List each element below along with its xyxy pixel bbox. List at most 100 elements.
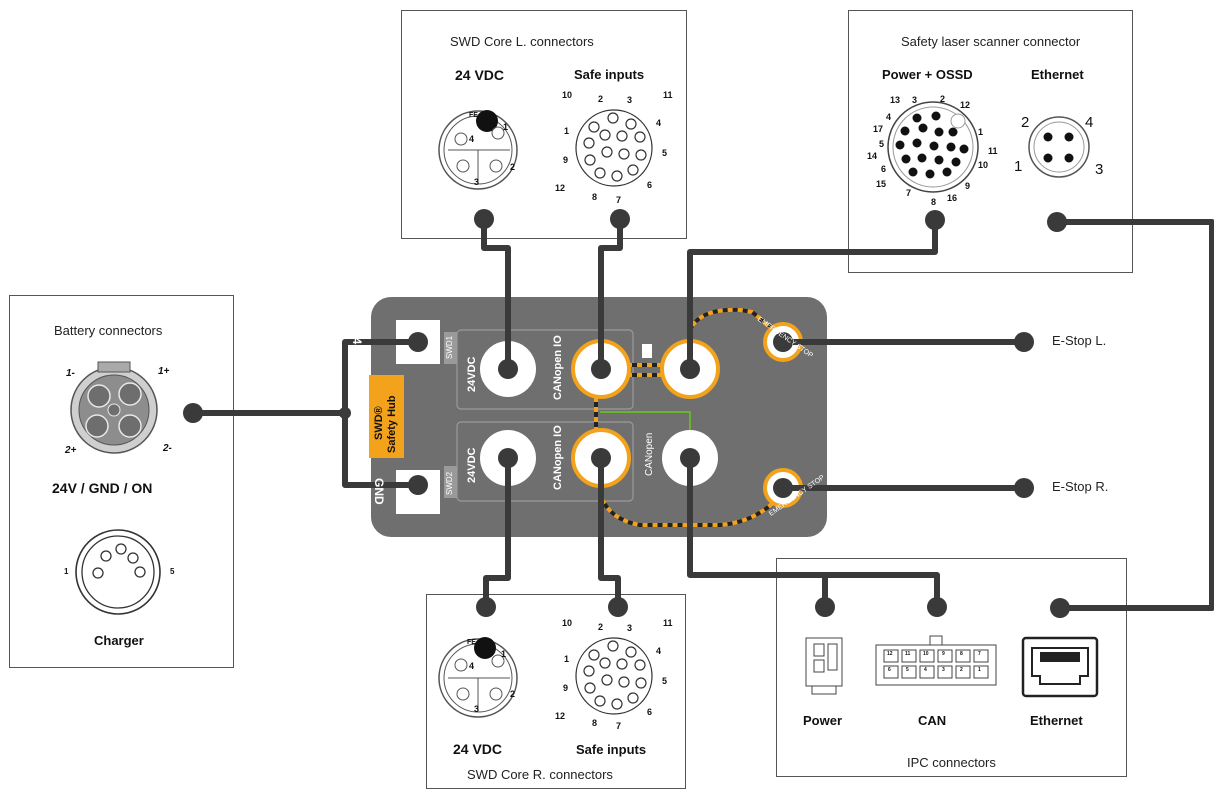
core-right-si-11: 11 bbox=[663, 618, 673, 628]
safety-hub-tag bbox=[369, 375, 404, 458]
core-right-title: SWD Core R. connectors bbox=[467, 767, 613, 782]
scanner-pin-6: 6 bbox=[881, 164, 887, 174]
core-left-pin-2: 2 bbox=[510, 162, 516, 172]
core-left-si-11: 11 bbox=[663, 90, 673, 100]
scanner-pin-4: 4 bbox=[886, 112, 892, 122]
core-right-safe-inputs-connector bbox=[575, 637, 653, 715]
hub-24vdc-label: 24 VDC bbox=[350, 331, 364, 374]
core-right-si-1: 1 bbox=[564, 654, 570, 664]
scanner-pin-17: 17 bbox=[873, 124, 884, 134]
charger-label: Charger bbox=[94, 633, 144, 648]
battery-pin-1-minus: 1- bbox=[66, 368, 75, 379]
hub-swd2-tag: SWD2 bbox=[445, 471, 454, 495]
battery-pin-2-plus: 2+ bbox=[65, 445, 77, 456]
battery-pin-2-minus: 2- bbox=[163, 443, 172, 454]
core-left-si-9: 9 bbox=[563, 155, 569, 165]
scanner-pin-13: 13 bbox=[890, 95, 901, 105]
core-right-si-5: 5 bbox=[662, 676, 668, 686]
can-pin-11: 11 bbox=[905, 651, 911, 657]
scanner-symbol-icon bbox=[642, 344, 652, 358]
hub-24vdc-top: 24VDC bbox=[466, 356, 478, 392]
core-right-si-8: 8 bbox=[592, 718, 598, 728]
core-right-si-3: 3 bbox=[627, 623, 633, 633]
scanner-pin-11: 11 bbox=[988, 146, 998, 156]
core-right-pin-1: 1 bbox=[501, 649, 507, 659]
ipc-ethernet-label: Ethernet bbox=[1030, 713, 1083, 728]
battery-connector bbox=[70, 361, 158, 454]
hub-canopen-label: CANopen bbox=[644, 432, 655, 476]
hub-24vdc-bottom: 24VDC bbox=[466, 447, 478, 483]
scanner-ethernet-connector bbox=[1028, 116, 1090, 178]
ipc-power-label: Power bbox=[803, 713, 843, 728]
core-left-si-12: 12 bbox=[555, 183, 566, 193]
scanner-pin-14: 14 bbox=[867, 151, 878, 161]
core-left-pin-4: 4 bbox=[469, 134, 475, 144]
scanner-pin-5: 5 bbox=[879, 139, 885, 149]
core-right-power-label: 24 VDC bbox=[453, 741, 503, 757]
swd1-tag bbox=[444, 332, 457, 364]
core-right-si-12: 12 bbox=[555, 711, 566, 721]
scanner-pin-7: 7 bbox=[906, 188, 912, 198]
core-right-m12-connector bbox=[438, 637, 518, 718]
core-right-si-6: 6 bbox=[647, 707, 653, 717]
can-pin-1: 1 bbox=[978, 667, 981, 673]
scanner-pin-2: 2 bbox=[940, 94, 946, 104]
charger-pin-1: 1 bbox=[64, 567, 69, 576]
ipc-can-label: CAN bbox=[918, 713, 947, 728]
eth-pin-3: 3 bbox=[1095, 161, 1104, 178]
core-left-si-2: 2 bbox=[598, 94, 604, 104]
core-left-si-8: 8 bbox=[592, 192, 598, 202]
hub-canio-top: CANopen IO bbox=[552, 335, 564, 400]
ipc-title: IPC connectors bbox=[907, 755, 996, 770]
scanner-pin-10: 10 bbox=[978, 160, 989, 170]
scanner-ethernet-label: Ethernet bbox=[1031, 67, 1084, 82]
scanner-pin-8: 8 bbox=[931, 197, 937, 207]
eth-pin-4: 4 bbox=[1085, 114, 1094, 131]
charger-connector bbox=[75, 529, 161, 615]
can-pin-6: 6 bbox=[888, 667, 891, 673]
core-left-power-label: 24 VDC bbox=[455, 67, 505, 83]
core-left-inputs-label: Safe inputs bbox=[574, 67, 645, 82]
can-pin-4: 4 bbox=[924, 667, 927, 673]
hub-brand-label: SWD® bbox=[373, 406, 385, 440]
core-right-inputs-label: Safe inputs bbox=[576, 742, 647, 757]
battery-box bbox=[9, 295, 234, 668]
can-pin-5: 5 bbox=[906, 667, 909, 673]
cable-endpoints bbox=[183, 209, 1070, 618]
hub-gnd-label: GND bbox=[372, 478, 386, 505]
core-right-si-4: 4 bbox=[656, 646, 662, 656]
core-right-si-10: 10 bbox=[562, 618, 573, 628]
core-left-m12-connector bbox=[438, 110, 518, 190]
core-left-fe-pin: FE bbox=[469, 112, 478, 119]
hub-swd1-tag: SWD1 bbox=[445, 335, 454, 359]
can-pin-9: 9 bbox=[942, 651, 945, 657]
can-pin-10: 10 bbox=[923, 651, 929, 657]
ipc-can-pin-row: 12 11 10 9 8 7 6 5 4 3 2 1 bbox=[884, 650, 992, 680]
scanner-power-label: Power + OSSD bbox=[882, 67, 973, 82]
ipc-can-connector bbox=[875, 635, 997, 686]
scanner-pin-9: 9 bbox=[965, 181, 971, 191]
can-pin-12: 12 bbox=[887, 651, 893, 657]
battery-spec-label: 24V / GND / ON bbox=[52, 480, 153, 496]
battery-pin-1-plus: 1+ bbox=[158, 366, 170, 377]
eth-pin-2: 2 bbox=[1021, 114, 1030, 131]
scanner-pin-15: 15 bbox=[876, 179, 887, 189]
can-pin-7: 7 bbox=[978, 651, 981, 657]
scanner-pin-1: 1 bbox=[978, 127, 984, 137]
hub-panel-swd2 bbox=[456, 421, 634, 502]
ipc-power-connector bbox=[805, 637, 843, 695]
hub-brand-sub-label: Safety Hub bbox=[386, 395, 398, 453]
ipc-ethernet-connector bbox=[1021, 636, 1099, 698]
core-right-pin-4: 4 bbox=[469, 661, 475, 671]
core-left-si-4: 4 bbox=[656, 118, 662, 128]
hub-panel-swd1 bbox=[456, 329, 634, 410]
core-right-si-7: 7 bbox=[616, 721, 622, 731]
core-left-si-1: 1 bbox=[564, 126, 570, 136]
core-right-si-9: 9 bbox=[563, 683, 569, 693]
core-right-pin-2: 2 bbox=[510, 689, 516, 699]
core-right-si-2: 2 bbox=[598, 622, 604, 632]
swd2-tag bbox=[444, 466, 457, 498]
can-pin-2: 2 bbox=[960, 667, 963, 673]
core-left-title: SWD Core L. connectors bbox=[450, 34, 594, 49]
